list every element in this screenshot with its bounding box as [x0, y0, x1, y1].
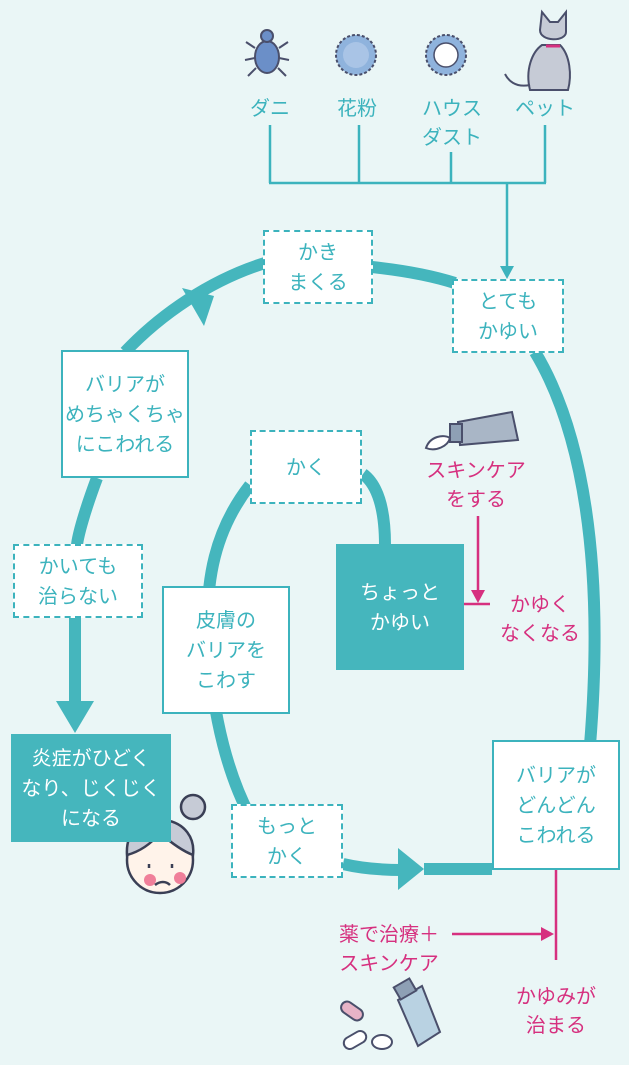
allergen-mite-label: ダニ	[250, 96, 290, 120]
allergen-connector	[268, 125, 547, 268]
kaku-box: かく	[250, 430, 362, 504]
skincare-result-label: かゆく なくなる	[500, 592, 580, 645]
treatment-result-label: かゆみが 治まる	[516, 984, 596, 1037]
inner-cycle-arrow-icon	[398, 848, 424, 890]
treatment-action-label: 薬で治療＋ スキンケア	[339, 922, 439, 975]
house-dust-icon	[425, 34, 467, 76]
treatment-line	[452, 870, 558, 960]
cat-icon	[504, 9, 571, 91]
totemo-kayui-box: とても かゆい	[452, 279, 564, 353]
skincare-arrow-icon	[471, 590, 485, 603]
outer-cycle-path	[69, 257, 601, 746]
barrier-dondon-label: バリアが どんどん こわれる	[516, 763, 596, 847]
treatment-arrow-icon	[541, 927, 554, 941]
allergen-house-dust-label: ハウス ダスト	[422, 96, 482, 149]
outer-cycle-arrow-down-icon	[56, 701, 94, 733]
chotto-kayui-box: ちょっと かゆい	[336, 544, 464, 670]
totemo-kayui-label: とても かゆい	[478, 289, 538, 343]
kakimakuru-box: かき まくる	[263, 230, 373, 304]
motto-kaku-label: もっと かく	[257, 814, 317, 868]
skincare-action-label: スキンケア をする	[426, 458, 526, 511]
medicine-icon	[340, 977, 442, 1050]
allergen-pollen-label: 花粉	[337, 96, 377, 120]
barrier-mechakucha-label: バリアが めちゃくちゃ にこわれる	[65, 372, 185, 456]
ensho-box: 炎症がひどく なり、じくじく になる	[11, 734, 171, 842]
chotto-kayui-label: ちょっと かゆい	[360, 580, 440, 634]
hifu-barrier-label: 皮膚の バリアを こわす	[186, 608, 266, 692]
barrier-mechakucha-box: バリアが めちゃくちゃ にこわれる	[61, 350, 189, 478]
connector-arrow-icon	[500, 266, 514, 279]
ointment-tube-icon	[424, 410, 520, 451]
skincare-line	[463, 516, 490, 606]
kakimakuru-label: かき まくる	[288, 240, 348, 294]
kaitemo-box: かいても 治らない	[13, 544, 143, 618]
mite-icon	[244, 29, 290, 77]
worried-person-icon	[125, 793, 207, 895]
pollen-icon	[335, 34, 377, 76]
kaku-label: かく	[286, 455, 326, 479]
allergen-pet-label: ペット	[515, 96, 575, 120]
barrier-dondon-box: バリアが どんどん こわれる	[492, 740, 620, 870]
ensho-label: 炎症がひどく なり、じくじく になる	[21, 746, 161, 830]
outer-cycle-arrow-icon	[182, 288, 214, 326]
hifu-barrier-box: 皮膚の バリアを こわす	[162, 586, 290, 714]
kaitemo-label: かいても 治らない	[38, 554, 118, 608]
motto-kaku-box: もっと かく	[231, 804, 343, 878]
